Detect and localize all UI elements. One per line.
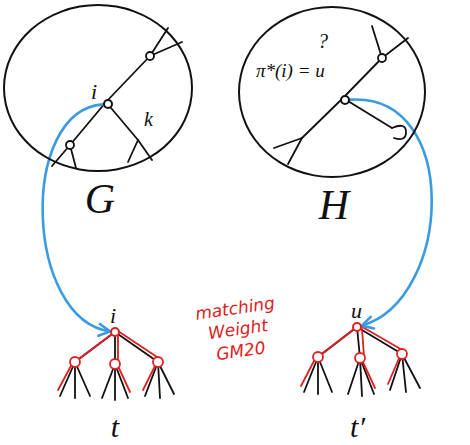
graph-circle: Hπ*(i) = u?	[238, 6, 426, 178]
tree: ti	[55, 300, 175, 442]
node-label: t	[111, 412, 119, 442]
node-label: G	[85, 178, 115, 220]
graph-circle: Gi	[3, 4, 193, 172]
node-label: i	[91, 81, 97, 103]
node-label: ?	[318, 31, 328, 51]
node-label: H	[319, 184, 349, 226]
node-label: u	[351, 300, 362, 322]
tree-root: i	[110, 327, 120, 337]
node-label: i	[110, 305, 116, 327]
vertex-label: k	[144, 108, 153, 131]
tree: t′ u	[295, 295, 420, 442]
tree-root: u	[352, 322, 362, 332]
mapping-arrow	[43, 104, 110, 336]
graph-vertex: π*(i) = u?	[340, 95, 350, 105]
node-label: t′	[350, 412, 365, 442]
graph-vertex: i	[103, 99, 113, 109]
node-label: π*(i) = u	[256, 61, 325, 80]
mapping-arrow	[350, 99, 432, 328]
annotation-note: matching Weight GM20	[192, 292, 284, 367]
